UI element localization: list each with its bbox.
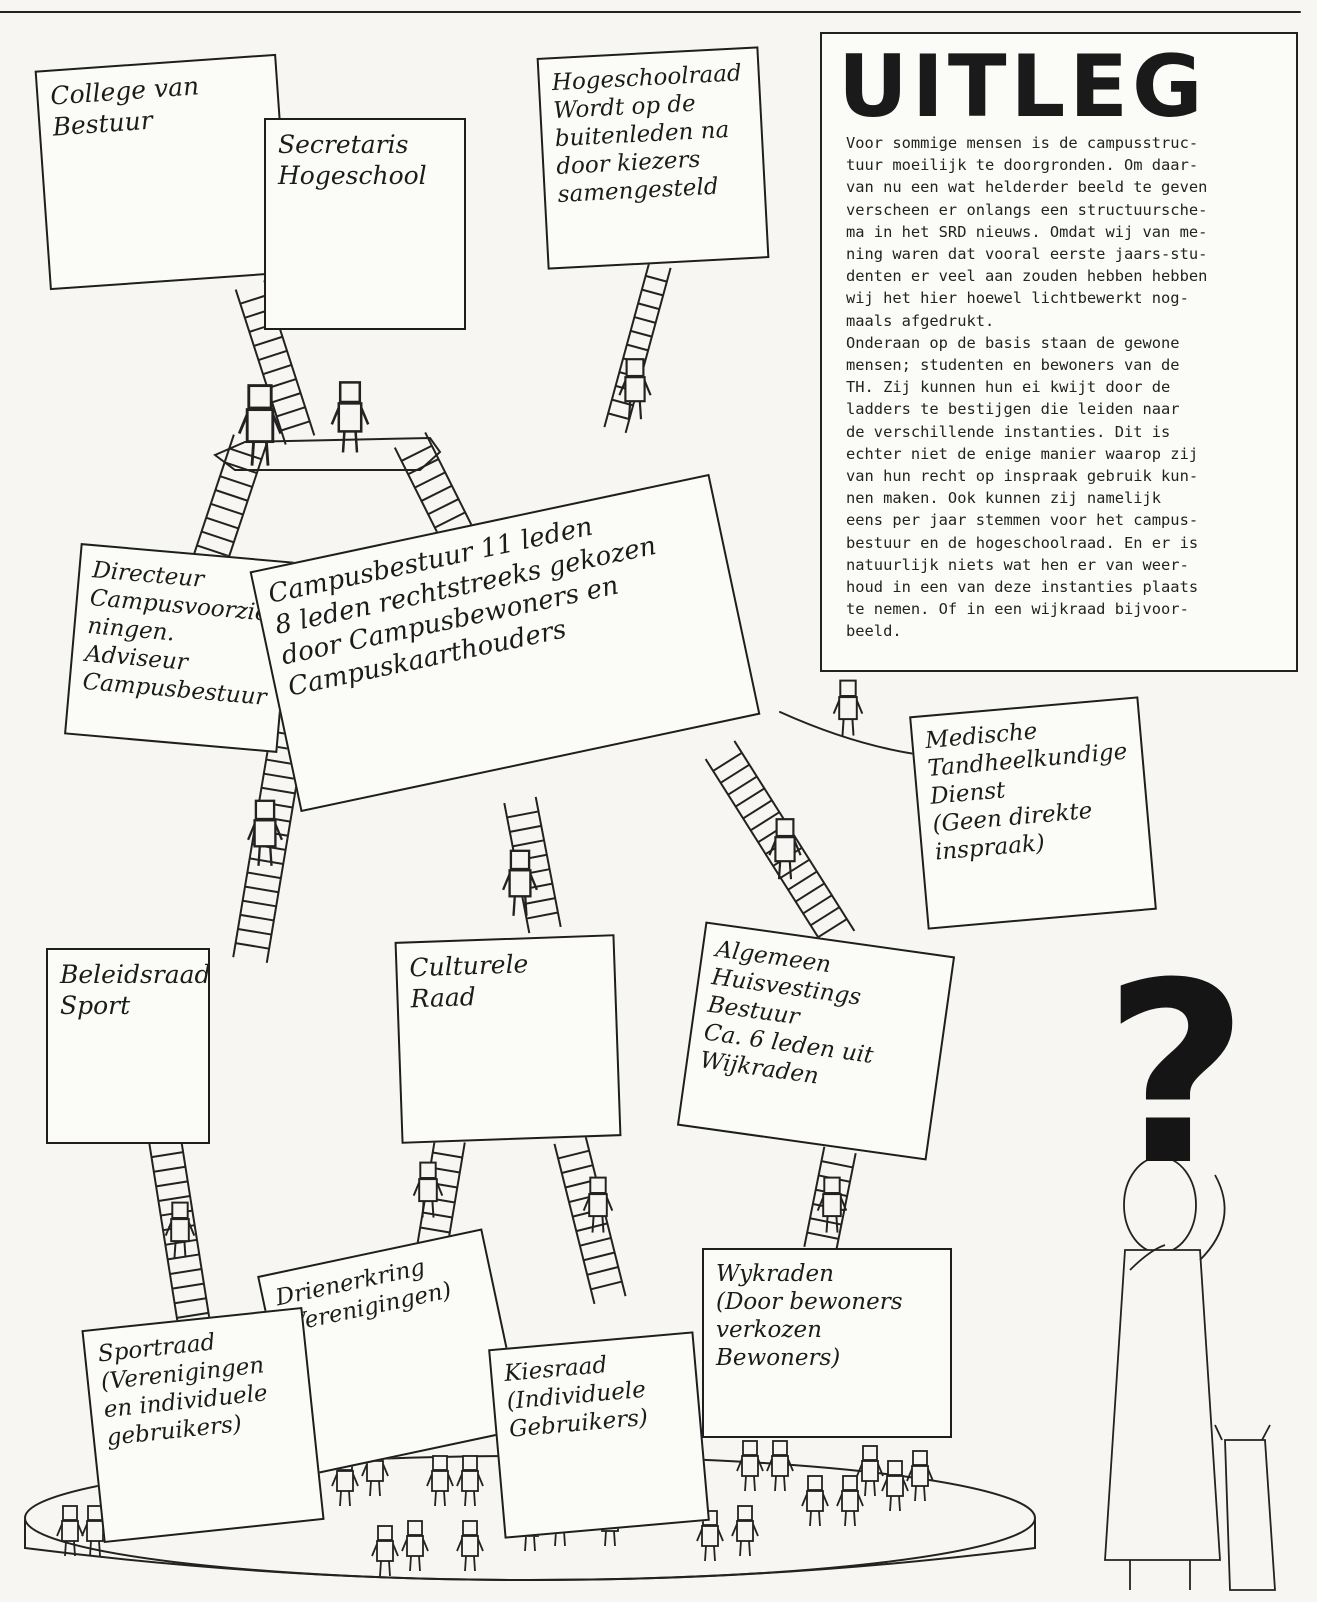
ladder-beleidsraad: [148, 1137, 212, 1333]
crowd-figure: [731, 1505, 759, 1557]
crowd-figure: [766, 1440, 794, 1492]
figure-directeur-ladder: [247, 799, 283, 866]
box-secretaris-hogeschool: Secretaris Hogeschool: [264, 118, 466, 330]
box-medische-tandheelkundige-dienst: Medische Tandheelkundige Dienst (Geen di…: [909, 696, 1157, 930]
crowd-figure: [456, 1520, 484, 1572]
uitleg-title: UITLEG: [838, 37, 1207, 137]
figure-platform-left: [237, 384, 283, 466]
figure-platform-right: [330, 381, 370, 453]
dog-figure: [1214, 1424, 1276, 1591]
crowd-figure: [836, 1475, 864, 1527]
box-wykraden: Wykraden (Door bewoners verkozen Bewoner…: [702, 1248, 952, 1438]
crowd-figure: [906, 1450, 934, 1502]
crowd-figure: [456, 1455, 484, 1507]
figure-campus-right-ladder: [768, 818, 802, 880]
ladder-hogeschoolraad: [603, 261, 672, 434]
figure-rope-walker: [832, 679, 864, 736]
box-sportraad: Sportraad (Verenigingen en individuele g…: [81, 1306, 325, 1544]
ladder-campus-right: [704, 740, 856, 950]
base-platform-side: [24, 1519, 1036, 1581]
thinking-man-figure: [1104, 1156, 1226, 1590]
question-mark: ?: [1103, 929, 1249, 1220]
box-culturele-raad: Culturele Raad: [394, 934, 622, 1144]
figure-hogeschoolraad-ladder: [618, 358, 652, 420]
uitleg-panel: UITLEG Voor sommige mensen is de campuss…: [820, 32, 1298, 672]
uitleg-text: Voor sommige mensen is de campusstruc- t…: [846, 134, 1208, 641]
crowd-figure: [401, 1520, 429, 1572]
figure-algemeen-ladder: [816, 1176, 848, 1233]
ladder-algemeen: [803, 1146, 857, 1254]
crowd-figure: [736, 1440, 764, 1492]
crowd-figure: [881, 1460, 909, 1512]
upper-platform: [213, 436, 442, 471]
box-beleidsraad-sport: Beleidsraad Sport: [46, 948, 211, 1144]
crowd-figure: [856, 1445, 884, 1497]
crowd-figure: [426, 1455, 454, 1507]
box-algemeen-huisvestings-bestuur: Algemeen Huisvestings Bestuur Ca. 6 lede…: [676, 921, 956, 1161]
figure-beleidsraad-ladder: [164, 1201, 196, 1258]
ladder-culturele-right: [553, 1135, 627, 1305]
box-hogeschoolraad: Hogeschoolraad Wordt op de buitenleden n…: [536, 46, 770, 270]
figure-culturele-right-ladder: [582, 1176, 614, 1233]
box-college-van-bestuur: College van Bestuur: [34, 53, 292, 291]
figure-campus-ladder: [502, 849, 538, 916]
crowd-figure: [371, 1525, 399, 1577]
box-kiesraad: Kiesraad (Individuele Gebruikers): [488, 1331, 710, 1539]
figure-culturele-ladder: [412, 1161, 444, 1218]
crowd-figure: [801, 1475, 829, 1527]
